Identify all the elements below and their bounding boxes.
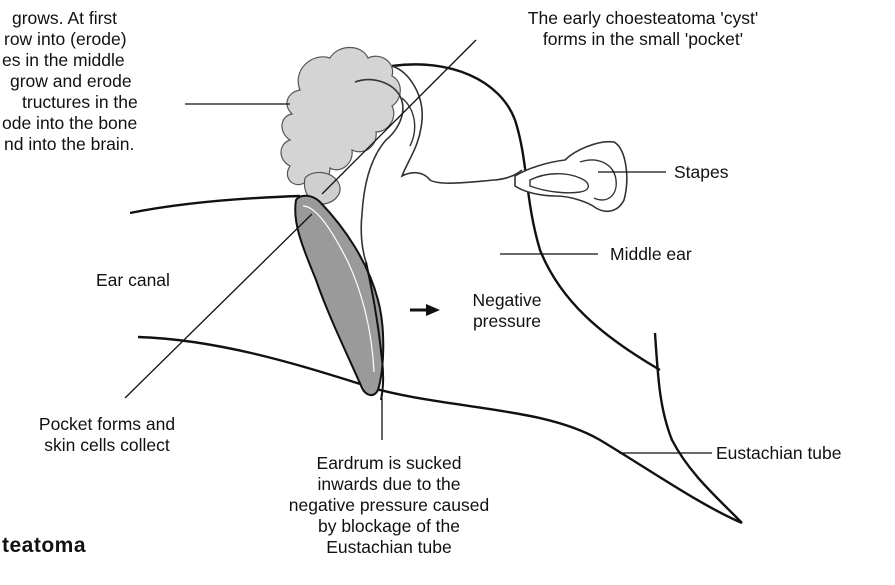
cyst-line: The early choesteatoma 'cyst' — [478, 8, 808, 29]
label-cyst: The early choesteatoma 'cyst' forms in t… — [478, 8, 808, 50]
label-middle-ear: Middle ear — [610, 244, 692, 265]
growth-line: grow and erode — [0, 71, 138, 92]
eardrum-line: Eardrum is sucked — [244, 453, 534, 474]
ear-canal-upper-wall — [130, 196, 300, 213]
eardrum-line: negative pressure caused — [244, 495, 534, 516]
cyst-line: forms in the small 'pocket' — [478, 29, 808, 50]
growth-line: grows. At first — [0, 8, 138, 29]
growth-line: nd into the brain. — [0, 134, 138, 155]
diagram-title: teatoma — [2, 534, 86, 558]
eardrum-line: Eustachian tube — [244, 537, 534, 558]
pocket-line: skin cells collect — [0, 435, 214, 456]
label-pocket: Pocket forms and skin cells collect — [0, 414, 214, 456]
stapes-bone — [515, 142, 627, 212]
eardrum — [295, 196, 383, 395]
pocket-line: Pocket forms and — [0, 414, 214, 435]
eardrum-line: inwards due to the — [244, 474, 534, 495]
label-stapes: Stapes — [674, 162, 728, 183]
incus — [392, 66, 522, 183]
growth-line: es in the middle — [0, 50, 138, 71]
eustachian-tube-wall — [655, 333, 742, 523]
pressure-line: pressure — [452, 311, 562, 332]
pressure-arrow-icon — [410, 304, 440, 316]
growth-line: row into (erode) — [0, 29, 138, 50]
label-growth: grows. At first row into (erode) es in t… — [0, 8, 138, 155]
growth-line: tructures in the — [0, 92, 138, 113]
pressure-line: Negative — [452, 290, 562, 311]
label-negative-pressure: Negative pressure — [452, 290, 562, 332]
leader-pocket — [125, 214, 312, 398]
growth-line: ode into the bone — [0, 113, 138, 134]
cholesteatoma-mass — [281, 48, 400, 186]
incus-arm — [402, 98, 415, 146]
label-ear-canal: Ear canal — [96, 270, 170, 291]
label-eustachian-tube: Eustachian tube — [716, 443, 842, 464]
label-eardrum: Eardrum is sucked inwards due to the neg… — [244, 453, 534, 558]
eardrum-line: by blockage of the — [244, 516, 534, 537]
